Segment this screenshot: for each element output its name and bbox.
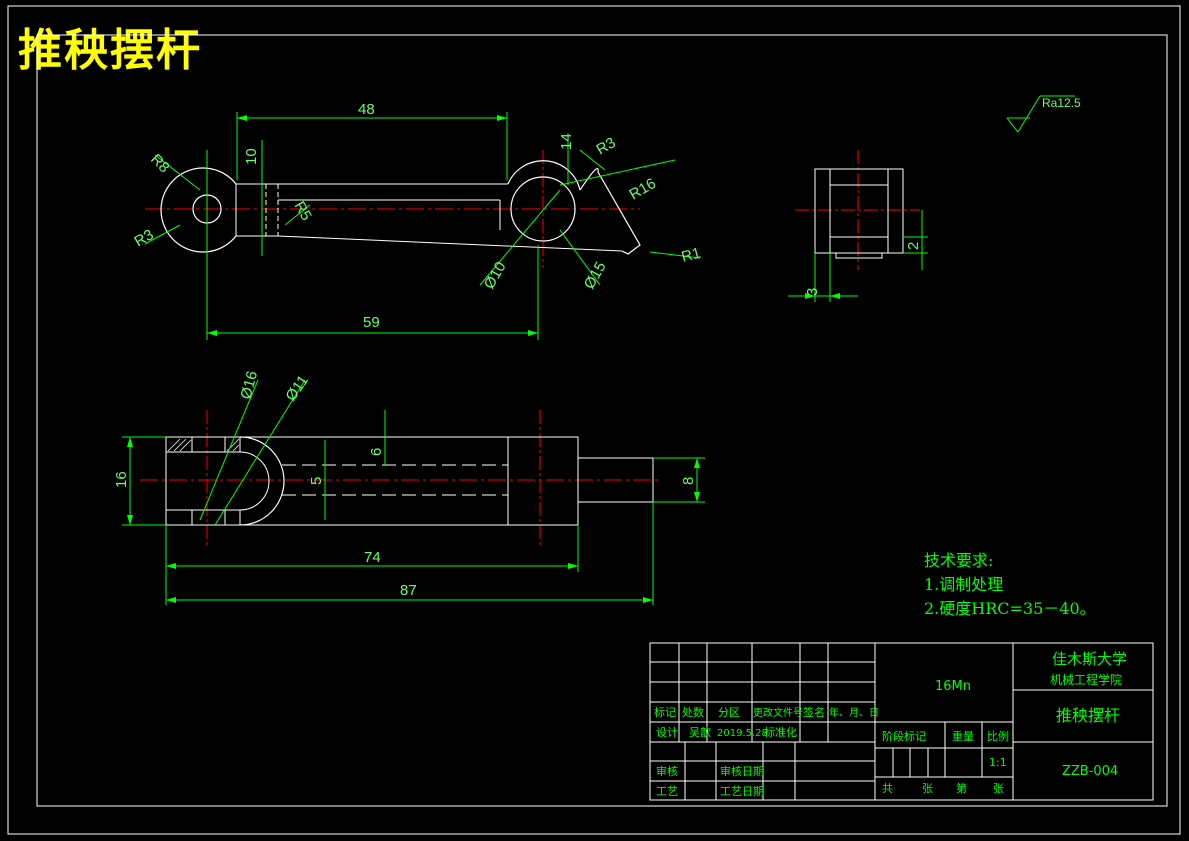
- rev-header-4: 更改文件号: [753, 706, 803, 719]
- side-view: [788, 95, 1075, 302]
- review-label: 审核: [656, 764, 678, 778]
- tech-item-2: 2.硬度HRC=35－40。: [924, 599, 1096, 618]
- rev-header-1: 标记: [654, 705, 676, 719]
- dim-r5: R5: [291, 199, 315, 224]
- dim-r3-left: R3: [132, 226, 157, 250]
- dim-phi11: Ø11: [282, 372, 312, 404]
- process-label: 工艺: [656, 785, 678, 798]
- surface-finish-icon: [1006, 95, 1075, 133]
- dim-2: 2: [905, 242, 922, 250]
- dim-14: 14: [558, 133, 575, 150]
- material-value: 16Mn: [935, 679, 971, 694]
- rev-header-6: 年、月、日: [829, 706, 879, 719]
- review-date-label: 审核日期: [720, 764, 764, 778]
- dim-r8: R8: [147, 151, 173, 177]
- dim-87: 87: [400, 582, 417, 599]
- weight-label: 重量: [952, 729, 974, 743]
- dim-r1: R1: [680, 244, 703, 265]
- stage-label: 阶段标记: [882, 729, 926, 743]
- school-name: 佳木斯大学: [1052, 650, 1127, 668]
- scale-value: 1:1: [989, 756, 1007, 769]
- dim-r16: R16: [627, 175, 659, 203]
- dim-74: 74: [364, 549, 381, 566]
- sheet-label-2: 张: [922, 782, 933, 795]
- college-name: 机械工程学院: [1050, 672, 1122, 687]
- dim-16: 16: [113, 471, 130, 488]
- process-date-label: 工艺日期: [720, 785, 764, 798]
- dim-8: 8: [680, 477, 697, 485]
- tech-item-1: 1.调制处理: [924, 575, 1003, 594]
- designer-name: 吴歆: [689, 725, 711, 739]
- dim-5: 5: [308, 477, 325, 485]
- dim-48: 48: [358, 101, 375, 118]
- dim-3: 3: [804, 288, 821, 296]
- rev-header-2: 处数: [682, 706, 704, 719]
- rev-header-5: 签名: [803, 705, 825, 719]
- standardization-label: 标准化: [764, 725, 797, 739]
- surface-finish-label: Ra12.5: [1042, 96, 1081, 110]
- design-date: 2019.5.28: [717, 728, 768, 739]
- front-view: [144, 112, 701, 340]
- sheet-label-4: 张: [993, 782, 1004, 795]
- tech-heading: 技术要求:: [924, 551, 993, 570]
- drawing-title: 推秧摆杆: [18, 25, 202, 76]
- sheet-label-3: 第: [956, 781, 967, 795]
- design-label: 设计: [656, 726, 678, 739]
- scale-label: 比例: [987, 729, 1009, 743]
- dim-6: 6: [368, 448, 385, 456]
- dim-59: 59: [363, 314, 380, 331]
- part-name: 推秧摆杆: [1056, 706, 1120, 725]
- title-block: [649, 642, 1154, 801]
- drawing-number: ZZB-004: [1062, 764, 1118, 779]
- top-view: [122, 379, 705, 605]
- rev-header-3: 分区: [718, 706, 740, 719]
- sheet-label-1: 共: [882, 782, 893, 795]
- inner-frame: [36, 34, 1168, 807]
- dim-r3-right: R3: [594, 134, 619, 158]
- dim-10: 10: [243, 148, 260, 165]
- dim-phi16: Ø16: [237, 369, 261, 401]
- dim-phi10: Ø10: [481, 259, 510, 292]
- outer-frame: [7, 5, 1181, 835]
